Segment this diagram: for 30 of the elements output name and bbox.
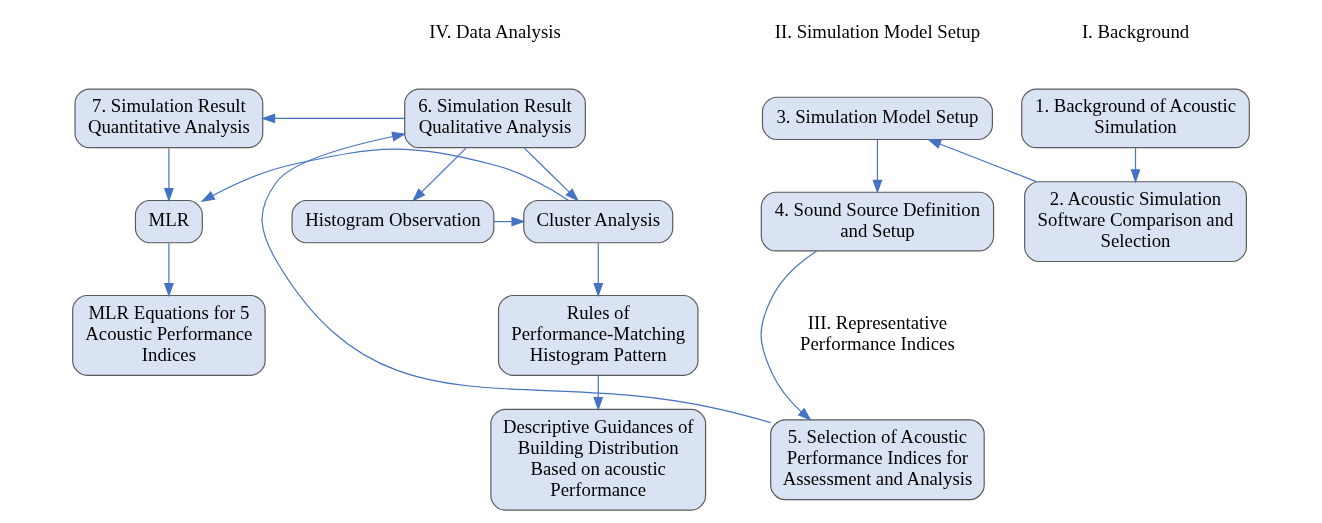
node-box: MLR Equations for 5 Acoustic Performance Indices: [72, 294, 266, 376]
node-box: 4. Sound Source Definition and Setup: [760, 191, 995, 252]
node-box: 5. Selection of Acoustic Performance Indices for Assessment and Analysis: [770, 419, 985, 501]
node-box: Descriptive Guidances of Building Distribution Based on acoustic Performance: [490, 408, 707, 511]
arrow: [261, 131, 772, 424]
arrow: [523, 147, 579, 202]
node-box: 7. Simulation Result Quantitative Analysis: [74, 88, 264, 149]
node-box: Cluster Analysis: [523, 199, 674, 244]
node-box: Histogram Observation: [291, 199, 495, 244]
arrow: [593, 242, 604, 298]
arrow: [261, 113, 405, 124]
label: I. Background: [1081, 21, 1190, 43]
arrow: [163, 147, 174, 203]
node-box: 3. Simulation Model Setup: [761, 96, 993, 141]
node-box: Rules of Performance-Matching Histogram Pattern: [497, 294, 699, 376]
node-box: 1. Background of Acoustic Simulation: [1021, 88, 1250, 149]
label: IV. Data Analysis: [429, 21, 561, 43]
label: II. Simulation Model Setup: [774, 21, 981, 43]
node-box: 2. Acoustic Simulation Software Comparison and Selection: [1024, 181, 1247, 263]
arrow: [412, 147, 467, 202]
arrow: [163, 242, 174, 298]
arrow: [872, 139, 883, 194]
arrow: [593, 374, 604, 412]
label: III. Representative Performance Indices: [800, 312, 955, 355]
arrow: [200, 148, 570, 203]
arrow: [1130, 147, 1141, 184]
node-box: MLR: [134, 199, 203, 244]
node-box: 6. Simulation Result Qualitative Analysis: [404, 88, 586, 149]
arrow: [760, 250, 818, 421]
arrow: [927, 138, 1037, 183]
